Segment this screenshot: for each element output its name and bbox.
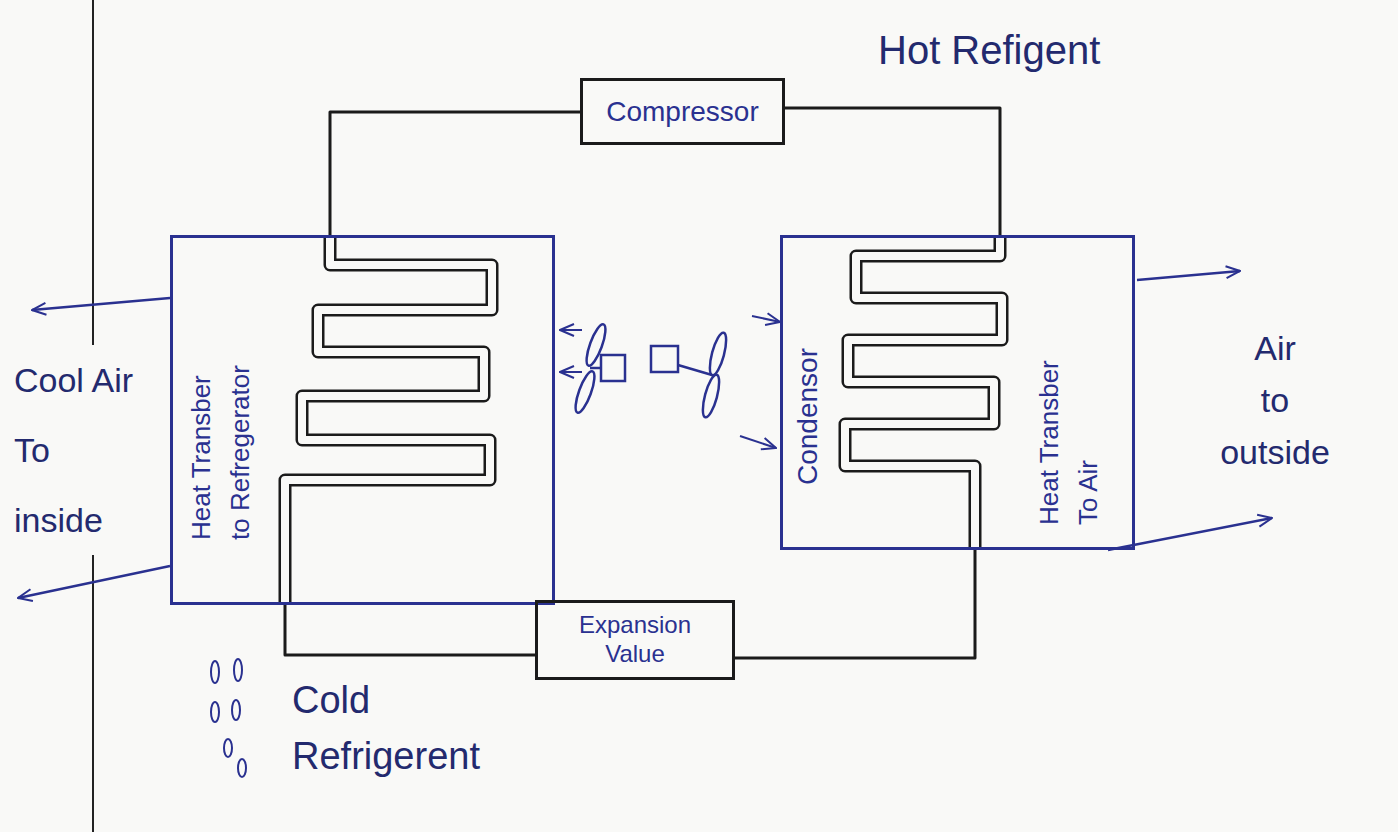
droplet [234,659,242,681]
airflow-label: Air to outside [1175,322,1375,478]
coil-core [845,235,1002,550]
airflow-arrow [560,329,582,331]
condenser-coil [845,235,1002,550]
airflow-arrow [740,436,776,448]
process-note: Heat Transber to Refregerator [182,350,260,540]
fan-motor [651,346,678,372]
component-label: Compressor [606,95,758,129]
flow-label: Hot Refigent [878,26,1100,74]
component-label: Expansion Value [570,611,700,669]
process-note: Heat Transber To Air [1030,335,1108,525]
droplet [238,759,246,777]
droplet [211,661,219,683]
compressor-box: Compressor [580,78,785,145]
airflow-arrow [1137,271,1240,280]
fan-shaft [590,367,601,370]
airflow-arrow [32,298,170,310]
refrigerant-pipe [785,108,1000,235]
fan-motor [601,355,625,381]
refrigerant-pipe [285,605,535,655]
flow-label: Cold Refrigerent [292,672,522,784]
evaporator-box: Heat Transber to Refregerator [170,235,555,605]
fan-blade [572,369,598,414]
droplet [224,739,232,757]
refrigerant-pipe [330,112,580,235]
airflow-arrow [560,371,582,373]
coil-core [285,235,492,605]
condenser-box: Condensor Heat Transber To Air [780,235,1135,550]
fan-blade [707,331,730,377]
evaporator-coil [285,235,492,605]
fan-blade [583,322,609,367]
airflow-arrow [752,316,780,322]
component-label: Condensor [790,285,826,485]
fan-shaft [678,365,712,375]
fan-blade [700,373,723,419]
refrigerant-pipe [735,550,975,658]
expansion-valve-box: Expansion Value [535,600,735,680]
droplet [211,702,219,722]
airflow-label: Cool Air To inside [14,345,144,555]
airflow-arrow [18,566,170,598]
droplet [232,700,240,720]
